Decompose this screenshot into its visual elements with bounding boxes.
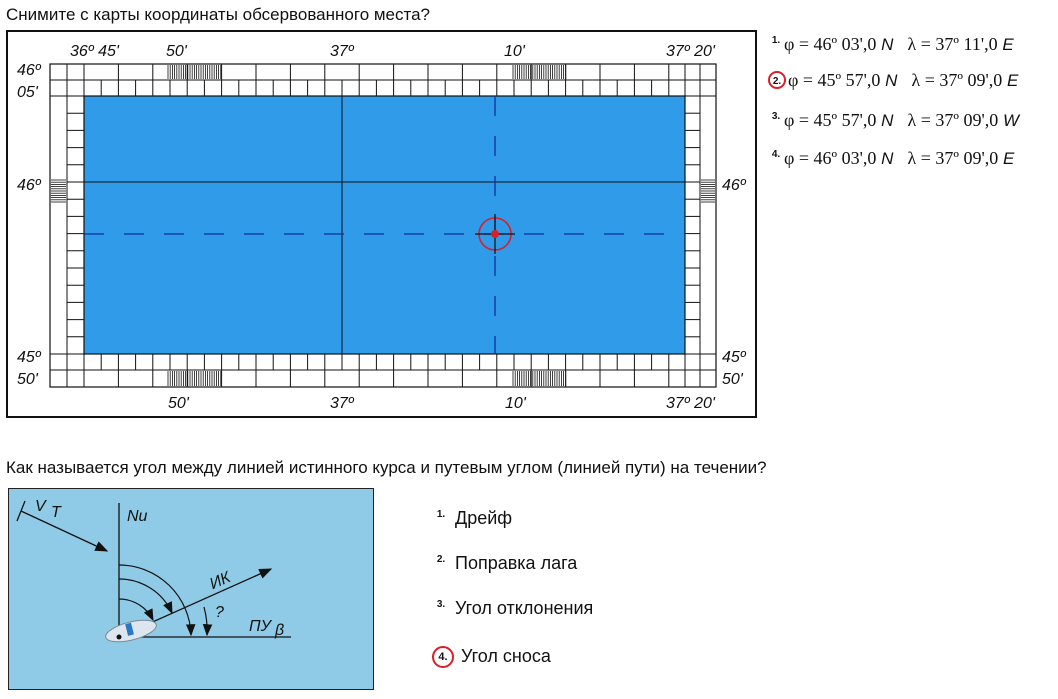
answer-number: 2. (436, 554, 446, 565)
latitude-hemisphere: N (880, 71, 898, 90)
option-number: 2. (768, 71, 786, 89)
chart-hatching (51, 65, 715, 386)
longitude-hemisphere: W (998, 111, 1020, 130)
spacer (893, 149, 907, 168)
answer-3[interactable]: 3. Угол отклонения (432, 598, 593, 619)
longitude-value: λ = 37º 09',0 (911, 70, 1003, 90)
north-label: Nи (127, 508, 148, 525)
latitude-hemisphere: N (876, 35, 894, 54)
option-number: 3. (771, 111, 781, 123)
option-3[interactable]: 3.φ = 45º 57',0 N λ = 37º 09',0 W (768, 110, 1019, 131)
current-vector-subscript: T (51, 504, 62, 521)
answer-1[interactable]: 1. Дрейф (432, 508, 512, 529)
bottom-label-3: 37º 20' (666, 395, 716, 412)
track-label: ПУ (249, 618, 273, 635)
longitude-hemisphere: E (1002, 71, 1019, 90)
bottom-label-1: 37º (330, 395, 355, 412)
latitude-value: φ = 45º 57',0 (784, 110, 877, 130)
top-label-0: 36º 45' (70, 43, 120, 60)
answer-text: Угол отклонения (450, 598, 594, 618)
course-angle-arc-inner (118, 598, 154, 622)
right-label-0: 46º (722, 177, 747, 194)
longitude-hemisphere: E (997, 35, 1014, 54)
longitude-value: λ = 37º 09',0 (907, 110, 999, 130)
right-label-2: 50' (722, 371, 744, 388)
origin-point (116, 634, 122, 640)
right-label-1: 45º (722, 349, 747, 366)
longitude-value: λ = 37º 11',0 (907, 34, 998, 54)
spacer (897, 71, 911, 90)
latitude-value: φ = 45º 57',0 (788, 70, 881, 90)
answer-text: Поправка лага (450, 553, 578, 573)
bottom-label-0: 50' (168, 395, 190, 412)
latitude-hemisphere: N (876, 111, 894, 130)
answer-4[interactable]: 4. Угол сноса (432, 646, 551, 668)
spacer (893, 35, 907, 54)
left-label-0: 46º (17, 62, 42, 79)
option-number: 1. (771, 35, 781, 47)
latitude-value: φ = 46º 03',0 (784, 148, 877, 168)
current-vector-label: V (35, 498, 47, 515)
left-label-2: 46º (17, 177, 42, 194)
track-subscript: β (274, 622, 284, 639)
answer-number: 4. (432, 646, 454, 668)
question-1-title: Снимите с карты координаты обсервованног… (6, 5, 431, 24)
drift-angle-arc (202, 606, 213, 637)
answer-2[interactable]: 2. Поправка лага (432, 553, 577, 574)
boat-cabin (125, 622, 134, 636)
option-4[interactable]: 4.φ = 46º 03',0 N λ = 37º 09',0 E (768, 148, 1014, 169)
answer-number: 3. (436, 599, 446, 610)
latitude-hemisphere: N (876, 149, 894, 168)
top-label-3: 10' (504, 43, 526, 60)
question-2-title: Как называется угол между линией истинно… (6, 458, 767, 477)
longitude-hemisphere: E (998, 149, 1015, 168)
current-vector-tail (16, 500, 26, 522)
observed-position-dot (491, 230, 499, 238)
left-label-3: 45º (17, 349, 42, 366)
chart-map-drawing: 36º 45' 50' 37º 10' 37º 20' 50' 37º 10' 37º 20' 4… (17, 43, 747, 412)
left-label-1: 05' (17, 84, 39, 101)
option-1[interactable]: 1.φ = 46º 03',0 N λ = 37º 11',0 E (768, 34, 1014, 55)
true-course-label: ИК (207, 568, 234, 593)
option-2[interactable]: 2.φ = 45º 57',0 N λ = 37º 09',0 E (768, 70, 1018, 91)
current-vector-arrow (20, 510, 109, 552)
left-label-4: 50' (17, 371, 39, 388)
chart-map: 36º 45' 50' 37º 10' 37º 20' 50' 37º 10' 37º 20' 4… (6, 30, 757, 418)
latitude-value: φ = 46º 03',0 (784, 34, 877, 54)
track-angle-arc (118, 564, 196, 637)
option-number: 4. (771, 149, 781, 161)
course-angle-arc (118, 578, 173, 615)
top-label-2: 37º (330, 43, 355, 60)
answer-text: Дрейф (450, 508, 513, 528)
bottom-label-2: 10' (505, 395, 527, 412)
longitude-value: λ = 37º 09',0 (907, 148, 999, 168)
drift-angle-question: ? (215, 604, 224, 621)
top-label-1: 50' (166, 43, 188, 60)
chart-water-area (83, 95, 686, 355)
answer-text: Угол сноса (456, 646, 551, 666)
top-label-4: 37º 20' (666, 43, 716, 60)
answer-number: 1. (436, 509, 446, 520)
spacer (893, 111, 907, 130)
